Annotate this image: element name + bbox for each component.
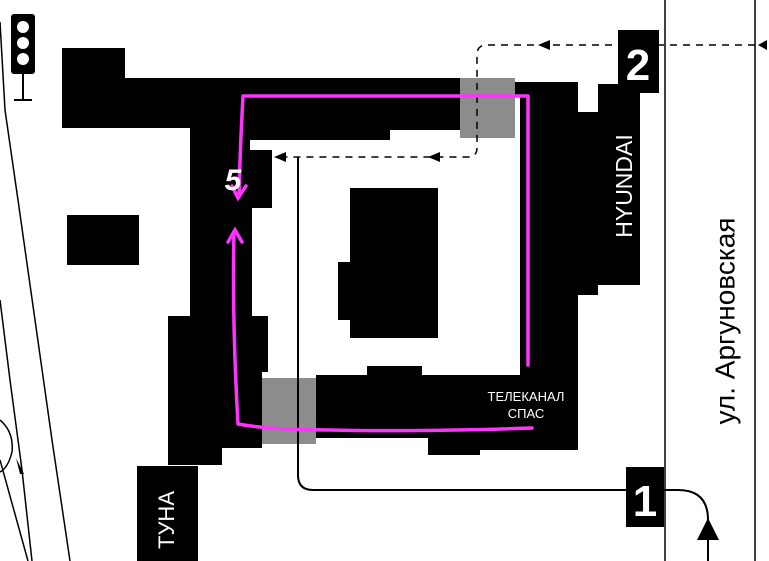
spas-label-line2: СПАС — [508, 406, 545, 421]
entrance-1-box — [626, 467, 664, 527]
arrow-left-icon — [428, 152, 440, 162]
hyundai-label: HYUNDAI — [611, 134, 637, 238]
south-gate — [262, 378, 316, 444]
arrow-left-icon — [274, 152, 286, 162]
parking-number: 5 — [225, 164, 243, 197]
traffic-light-icon — [11, 14, 35, 101]
route-arrow-down-icon — [230, 184, 248, 202]
parking-route — [231, 94, 534, 433]
street-label-right: ул. Аргуновская — [709, 218, 740, 425]
buildings — [62, 48, 640, 561]
arrow-left-icon — [758, 40, 767, 50]
road-arrow-icon — [16, 458, 24, 474]
route-arrow-up-icon — [226, 226, 244, 244]
arrow-left-icon — [538, 40, 550, 50]
entrance-1-number: 1 — [633, 477, 657, 526]
arrow-up-icon — [697, 518, 719, 540]
gates — [262, 78, 515, 444]
spas-label-line1: ТЕЛЕКАНАЛ — [488, 389, 565, 404]
route-entrance-1 — [297, 157, 709, 561]
entrance-2-box — [618, 30, 659, 93]
route-entrance-2 — [286, 44, 755, 158]
north-gate — [460, 78, 515, 138]
street-label-bottom: ТУНА — [154, 491, 179, 549]
entrance-2-number: 2 — [626, 41, 650, 90]
